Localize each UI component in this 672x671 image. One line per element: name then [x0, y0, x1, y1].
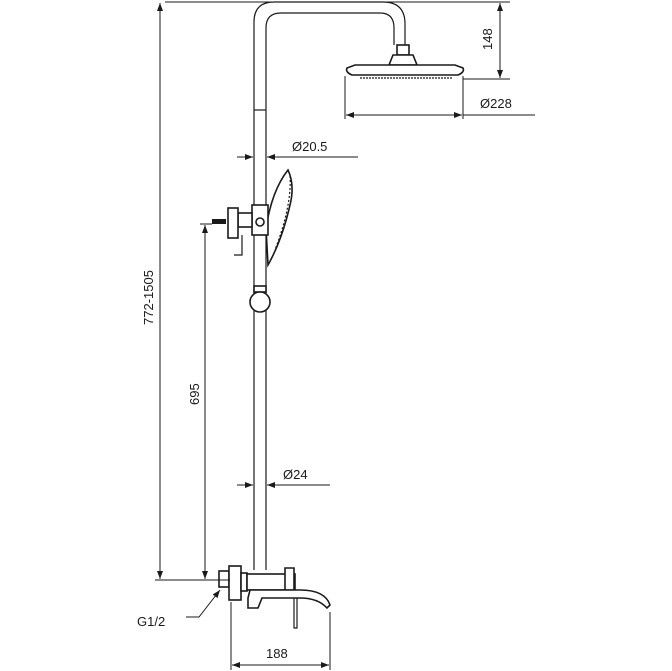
dimension-label-188: 188: [266, 646, 288, 661]
diverter: [212, 204, 269, 256]
hand-shower: [265, 168, 293, 268]
slider: [249, 285, 271, 313]
bath-mixer: [218, 565, 331, 629]
dimension-label-228: Ø228: [480, 96, 512, 111]
dimension-label-20-5: Ø20.5: [292, 139, 327, 154]
dimension-head-drop: 148: [165, 1, 510, 80]
dimension-lower-pipe: Ø24: [237, 467, 330, 488]
dimension-label-148: 148: [480, 28, 495, 50]
dimension-label-695: 695: [187, 383, 202, 405]
dimension-upper-pipe: Ø20.5: [237, 139, 358, 160]
dimension-label-24: Ø24: [283, 467, 308, 482]
dimension-height-range: 772-1505: [141, 3, 230, 581]
dimension-mixer-projection: 188: [230, 602, 331, 670]
dimension-diverter-height: 695: [187, 223, 212, 579]
thread-label: G1/2: [137, 614, 165, 629]
shower-head: [345, 44, 465, 79]
dimension-head-diameter: Ø228: [344, 76, 535, 119]
thread-callout: G1/2: [137, 589, 221, 629]
dimension-label-772-1505: 772-1505: [141, 270, 156, 325]
